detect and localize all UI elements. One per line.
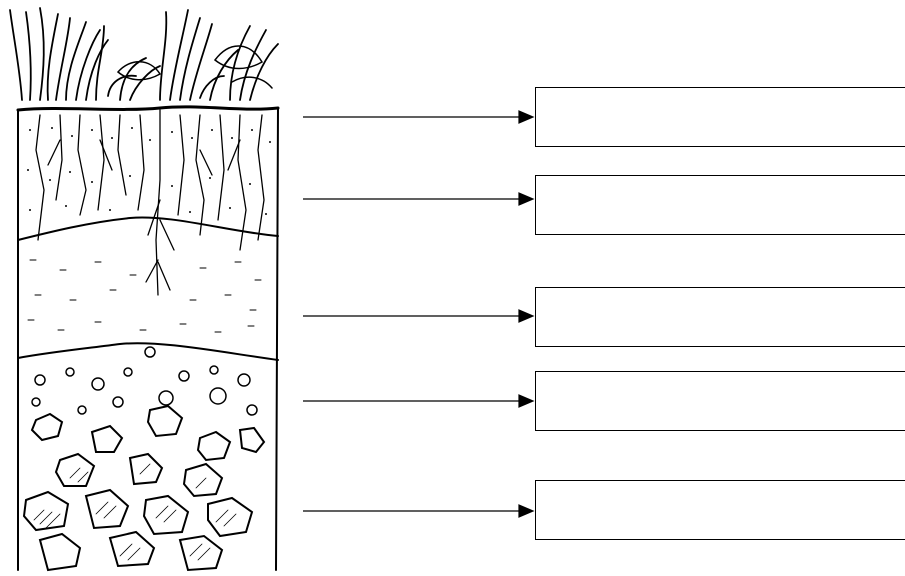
arrow-3: [303, 310, 533, 322]
topsoil-stipple: [27, 127, 271, 215]
subsoil-parent-boundary: [18, 343, 278, 360]
boulders: [24, 406, 264, 570]
arrow-5: [303, 505, 533, 517]
gravel: [32, 347, 257, 415]
layer-label-box-5[interactable]: [535, 480, 905, 540]
layer-label-box-3[interactable]: [535, 287, 905, 347]
soil-column-outline: [18, 108, 278, 570]
layer-label-box-1[interactable]: [535, 87, 905, 147]
boulder-hatching: [34, 464, 236, 560]
subsoil-texture: [28, 260, 261, 332]
layer-label-box-4[interactable]: [535, 371, 905, 431]
topsoil-top-edge: [18, 107, 278, 110]
arrow-1: [303, 111, 533, 123]
pointer-arrows: [303, 111, 533, 517]
surface-plants: [10, 8, 278, 100]
root-lines: [36, 110, 264, 295]
topsoil-subsoil-boundary: [18, 217, 278, 240]
arrow-4: [303, 395, 533, 407]
layer-label-box-2[interactable]: [535, 175, 905, 235]
arrow-2: [303, 193, 533, 205]
